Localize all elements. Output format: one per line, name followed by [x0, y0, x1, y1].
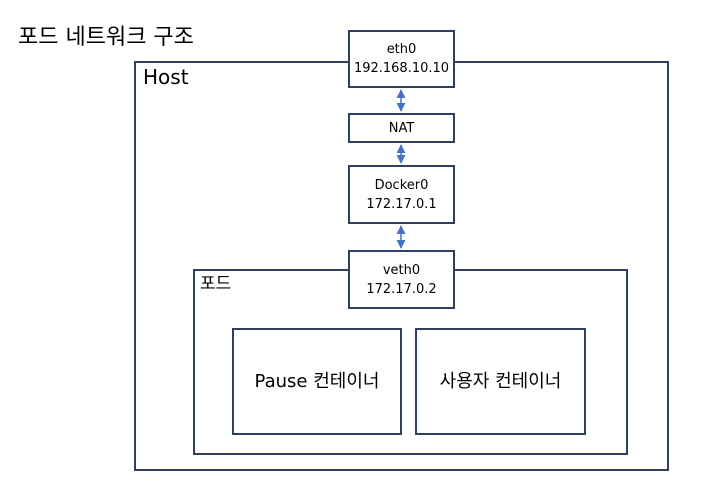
veth0-name: veth0	[382, 262, 421, 278]
nat-node: NAT	[348, 113, 455, 143]
diagram-title: 포드 네트워크 구조	[18, 25, 194, 50]
nat-name: NAT	[388, 120, 415, 136]
host-label: Host	[143, 65, 189, 89]
veth0-ip: 172.17.0.2	[366, 281, 437, 297]
user-container: 사용자 컨테이너	[415, 328, 586, 435]
pause-container-label: Pause 컨테이너	[254, 370, 380, 392]
eth0-name: eth0	[386, 42, 417, 57]
docker0-ip: 172.17.0.1	[366, 196, 437, 212]
docker0-bridge: Docker0 172.17.0.1	[348, 165, 455, 224]
docker0-name: Docker0	[374, 177, 429, 193]
veth0-interface: veth0 172.17.0.2	[348, 250, 455, 309]
eth0-ip: 192.168.10.10	[353, 61, 450, 76]
eth0-interface: eth0 192.168.10.10	[348, 30, 455, 88]
pause-container: Pause 컨테이너	[232, 328, 402, 435]
user-container-label: 사용자 컨테이너	[439, 370, 562, 392]
pod-label: 포드	[200, 274, 232, 294]
